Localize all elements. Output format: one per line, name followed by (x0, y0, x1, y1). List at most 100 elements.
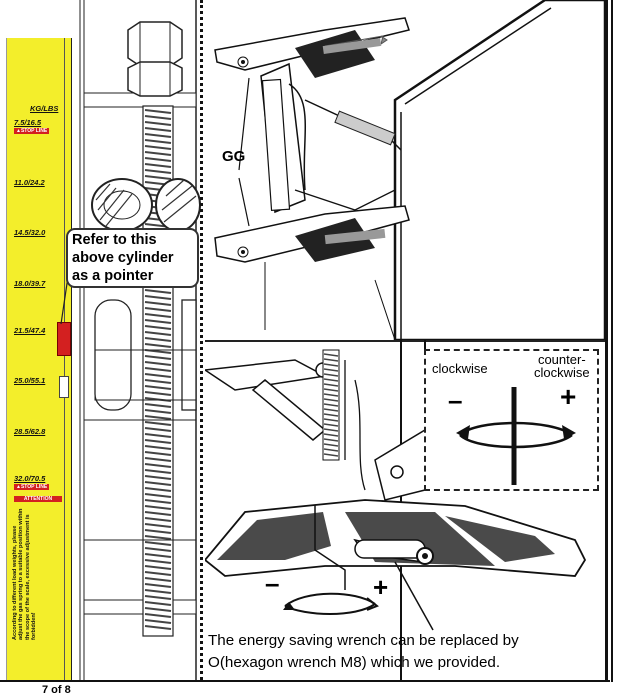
thread-line (144, 409, 172, 414)
thread-line (144, 559, 172, 564)
thread-line (323, 433, 339, 437)
warning-icon: ▲ (16, 484, 21, 490)
thread-line (144, 331, 172, 336)
thread-line (144, 313, 172, 318)
thread-line (323, 413, 339, 417)
right-border (605, 0, 608, 682)
thread-line (144, 295, 172, 300)
thread-line (144, 385, 172, 390)
gauge-mark: 7.5/16.5 (14, 118, 42, 127)
thread-line (144, 517, 172, 522)
thread-line (144, 493, 172, 498)
thread-line (144, 319, 172, 324)
wrench-minus-sign: – (265, 568, 280, 598)
thread-line (144, 475, 172, 480)
thread-line (323, 393, 339, 397)
panel-divider (200, 0, 203, 680)
thread-line (144, 163, 172, 168)
gauge-mark: 14.5/32.0 (14, 228, 46, 237)
thread-line (323, 388, 339, 392)
cylinder-pointer-callout: Refer to this above cylinder as a pointe… (66, 228, 199, 288)
thread-line (144, 337, 172, 342)
thread-line (144, 391, 172, 396)
thread-line (144, 115, 172, 120)
thread-line (144, 613, 172, 618)
thread-line (144, 157, 172, 162)
thread-line (144, 619, 172, 624)
thread-line (323, 423, 339, 427)
thread-line (323, 443, 339, 447)
thread-line (144, 355, 172, 360)
thread-line (144, 175, 172, 180)
gauge-mark: 21.5/47.4 (14, 326, 46, 335)
thread-line (144, 361, 172, 366)
counter-clockwise-label: counter- clockwise (534, 352, 590, 380)
thread-line (144, 433, 172, 438)
thread-line (144, 625, 172, 630)
threaded-rod-illustration (7, 0, 201, 680)
thread-line (144, 529, 172, 534)
right-border-outer (611, 0, 613, 682)
pointer-tick (59, 376, 69, 398)
stop-line-badge: ▲STOP LINE (14, 484, 50, 490)
thread-line (144, 457, 172, 462)
gauge-mark: 32.0/70.5 (14, 474, 46, 483)
thread-line (144, 541, 172, 546)
thread-line (144, 601, 172, 606)
gauge-mark: 25.0/55.1 (14, 376, 46, 385)
thread-line (144, 589, 172, 594)
thread-line (323, 363, 339, 367)
thread-line (323, 428, 339, 432)
wrench-adjustment-illustration (205, 340, 587, 680)
page-number: 7 of 8 (42, 684, 71, 696)
thread-line (144, 421, 172, 426)
label-gg: GG (222, 148, 246, 165)
wrench-plus-sign: + (373, 572, 389, 602)
clockwise-label: clockwise (432, 361, 488, 376)
thread-line (144, 325, 172, 330)
bottom-border (0, 680, 610, 682)
thread-line (144, 343, 172, 348)
thread-line (144, 565, 172, 570)
gauge-mark: 11.0/24.2 (14, 178, 45, 187)
thread-line (144, 571, 172, 576)
callout-line: above cylinder (72, 250, 174, 266)
thread-line (144, 583, 172, 588)
thread-line (144, 403, 172, 408)
gauge-mark: 18.0/39.7 (14, 279, 46, 288)
thread-line (323, 378, 339, 382)
thread-line (144, 301, 172, 306)
thread-line (144, 367, 172, 372)
pointer-marker (57, 322, 71, 356)
minus-sign: – (448, 385, 463, 415)
bracket-mechanism-illustration (214, 0, 605, 340)
thread-line (323, 403, 339, 407)
thread-line (323, 418, 339, 422)
left-panel: KG/LBS 7.5/16.5 ▲STOP LINE 11.0/24.2 14.… (0, 0, 206, 680)
thread-line (144, 373, 172, 378)
callout-line: Refer to this (72, 232, 157, 248)
thread-line (144, 595, 172, 600)
thread-line (323, 358, 339, 362)
thread-line (144, 307, 172, 312)
plus-sign: + (560, 381, 577, 412)
warning-icon: ▲ (16, 128, 21, 134)
thread-line (144, 553, 172, 558)
thread-line (323, 453, 339, 457)
gauge-edge-line (64, 38, 65, 680)
gauge-unit-header: KG/LBS (30, 104, 59, 113)
thread-line (144, 523, 172, 528)
thread-line (144, 109, 172, 114)
thread-line (323, 353, 339, 357)
thread-line (323, 438, 339, 442)
thread-line (144, 607, 172, 612)
thread-line (144, 451, 172, 456)
thread-line (144, 127, 172, 132)
gauge-mark: 28.5/62.8 (14, 427, 46, 436)
thread-line (323, 383, 339, 387)
thread-line (323, 448, 339, 452)
gauge-strip (6, 38, 72, 680)
attention-badge: ATTENTION (14, 496, 62, 502)
thread-line (144, 469, 172, 474)
thread-line (144, 535, 172, 540)
